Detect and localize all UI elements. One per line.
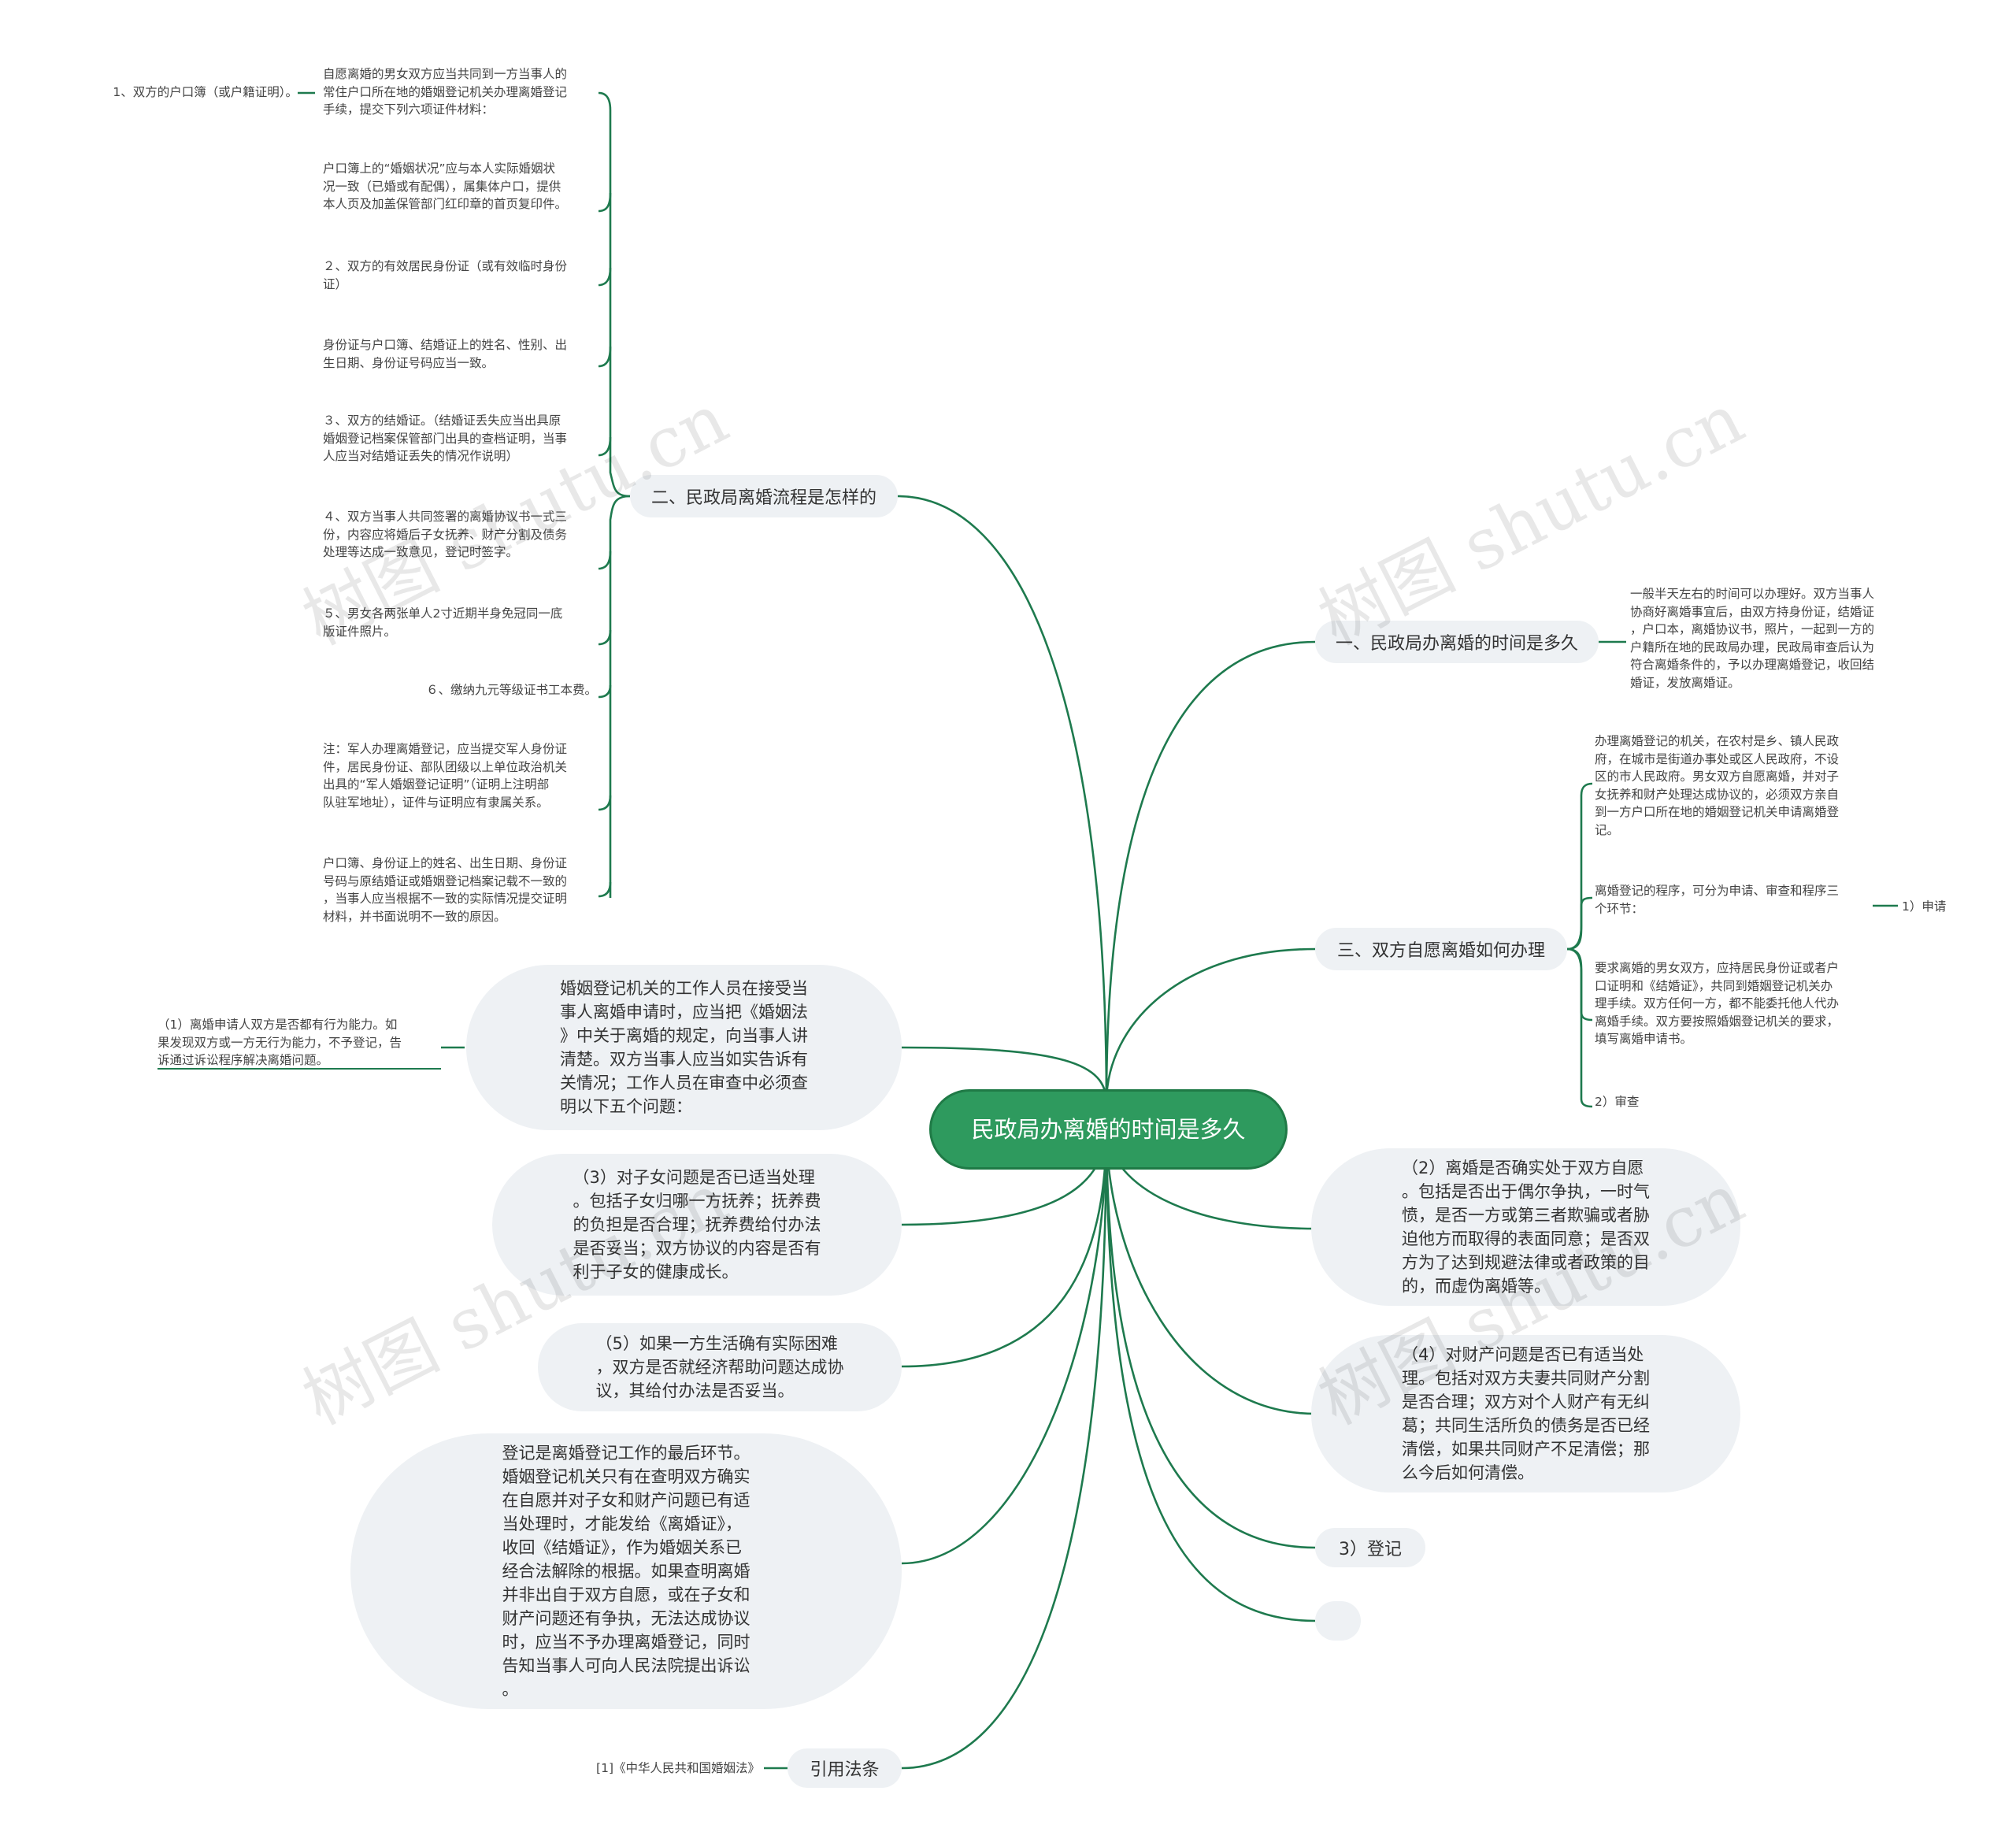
leaf-b2-1: 户口簿上的“婚姻状况”应与本人实际婚姻状 况一致（已婚或有配偶），属集体户口，提… — [323, 161, 568, 211]
leaf-b2-7: ６、缴纳九元等级证书工本费。 — [425, 683, 597, 697]
q1-underline — [158, 1068, 441, 1070]
bubble-q2-text: （2）离婚是否确实处于双方自愿 。包括是否出于偶尔争执，一时气 愤，是否一方或第… — [1402, 1159, 1650, 1296]
leaf-b3-0: 办理离婚登记的机关，在农村是乡、镇人民政 府，在城市是街道办事处或区人民政府，不… — [1595, 734, 1840, 837]
root-label: 民政局办离婚的时间是多久 — [971, 1116, 1246, 1143]
link-dengji — [1105, 1125, 1316, 1549]
bubble-dengji-text[interactable]: 登记是离婚登记工作的最后环节。 婚姻登记机关只有在查明双方确实 在自愿并对子女和… — [350, 1433, 902, 1709]
branch-voluntary[interactable]: 三、双方自愿离婚如何办理 — [1315, 928, 1567, 970]
link-q4 — [1105, 1125, 1316, 1415]
bubble-q5-text: （5）如果一方生活确有实际困难 ，双方是否就经济帮助问题达成协 议，其给付办法是… — [595, 1334, 844, 1400]
bubble-q3-text: （3）对子女问题是否已适当处理 。包括子女归哪一方抚养；抚养费 的负担是否合理；… — [573, 1168, 821, 1281]
bubble-shencha-intro-text: 婚姻登记机关的工作人员在接受当 事人离婚申请时，应当把《婚姻法 》中关于离婚的规… — [560, 979, 808, 1116]
leaf-b3-1: 离婚登记的程序，可分为申请、审查和程序三 个环节： — [1595, 884, 1840, 916]
leaf-b2-2: ２、双方的有效居民身份证（或有效临时身份 证） — [323, 259, 568, 291]
leaf-b3-sub: 1）申请 — [1902, 899, 1947, 914]
link-dengji-text — [901, 1125, 1108, 1565]
root-topic[interactable]: 民政局办离婚的时间是多久 — [929, 1089, 1288, 1170]
bubble-dengji-text-content: 登记是离婚登记工作的最后环节。 婚姻登记机关只有在查明双方确实 在自愿并对子女和… — [502, 1444, 750, 1699]
link-b3 — [1105, 947, 1316, 1103]
leaf-b2-4: ３、双方的结婚证。（结婚证丢失应当出具原 婚姻登记档案保管部门出具的查档证明，当… — [323, 413, 568, 463]
bubble-q5[interactable]: （5）如果一方生活确有实际困难 ，双方是否就经济帮助问题达成协 议，其给付办法是… — [538, 1323, 902, 1411]
link-b2 — [897, 495, 1108, 1103]
leaf-b2-5: ４、双方当事人共同签署的离婚协议书一式三 份，内容应将婚后子女抚养、财产分割及债… — [323, 510, 568, 559]
leaf-b3-3: 2）审查 — [1595, 1095, 1640, 1109]
branch-process-label: 二、民政局离婚流程是怎样的 — [650, 488, 876, 508]
branch-duration[interactable]: 一、民政局办离婚的时间是多久 — [1315, 621, 1599, 663]
branch-duration-label: 一、民政局办离婚的时间是多久 — [1335, 634, 1578, 654]
leaf-cite: [1]《中华人民共和国婚姻法》 — [596, 1761, 760, 1775]
link-empty — [1105, 1125, 1316, 1622]
branch-cite-label: 引用法条 — [810, 1760, 880, 1780]
leaf-b2-sub: 1、双方的户口簿（或户籍证明）。 — [113, 85, 298, 99]
leaf-b3-2: 要求离婚的男女双方，应持居民身份证或者户 口证明和《结婚证》，共同到婚姻登记机关… — [1595, 961, 1840, 1046]
leaf-b2-8: 注：军人办理离婚登记，应当提交军人身份证 件，居民身份证、部队团级以上单位政治机… — [323, 742, 568, 810]
link-shencha — [901, 1046, 1108, 1103]
leaf-b1: 一般半天左右的时间可以办理好。双方当事人 协商好离婚事宜后，由双方持身份证，结婚… — [1630, 587, 1875, 690]
leaf-b2-3: 身份证与户口簿、结婚证上的姓名、性别、出 生日期、身份证号码应当一致。 — [323, 338, 568, 370]
link-cite — [901, 1125, 1108, 1770]
leaf-b2-6: ５、男女各两张单人2寸近期半身免冠同一底 版证件照片。 — [323, 606, 563, 639]
branch-voluntary-label: 三、双方自愿离婚如何办理 — [1336, 941, 1545, 961]
leaf-b2-0: 自愿离婚的男女双方应当共同到一方当事人的 常住户口所在地的婚姻登记机关办理离婚登… — [323, 67, 568, 117]
bubble-shencha-intro[interactable]: 婚姻登记机关的工作人员在接受当 事人离婚申请时，应当把《婚姻法 》中关于离婚的规… — [466, 965, 902, 1130]
branch-empty[interactable] — [1315, 1601, 1361, 1641]
leaf-b2-9: 户口簿、身份证上的姓名、出生日期、身份证 号码与原结婚证或婚姻登记档案记载不一致… — [323, 856, 568, 924]
bubble-q4[interactable]: （4）对财产问题是否已有适当处 理。包括对双方夫妻共同财产分割 是否合理；双方对… — [1311, 1335, 1740, 1492]
branch-process[interactable]: 二、民政局离婚流程是怎样的 — [630, 475, 898, 517]
branch-dengji-label: 3）登记 — [1339, 1540, 1402, 1559]
link-b2-trunk — [609, 110, 631, 498]
bubble-q2[interactable]: （2）离婚是否确实处于双方自愿 。包括是否出于偶尔争执，一时气 愤，是否一方或第… — [1311, 1148, 1740, 1306]
branch-cite[interactable]: 引用法条 — [788, 1748, 902, 1788]
bubble-q3[interactable]: （3）对子女问题是否已适当处理 。包括子女归哪一方抚养；抚养费 的负担是否合理；… — [492, 1154, 902, 1296]
link-b1 — [1105, 640, 1316, 1103]
branch-dengji[interactable]: 3）登记 — [1315, 1528, 1425, 1567]
leaf-q1: （1）离婚申请人双方是否都有行为能力。如 果发现双方或一方无行为能力，不予登记，… — [158, 1018, 402, 1067]
bubble-q4-text: （4）对财产问题是否已有适当处 理。包括对双方夫妻共同财产分割 是否合理；双方对… — [1402, 1345, 1650, 1482]
